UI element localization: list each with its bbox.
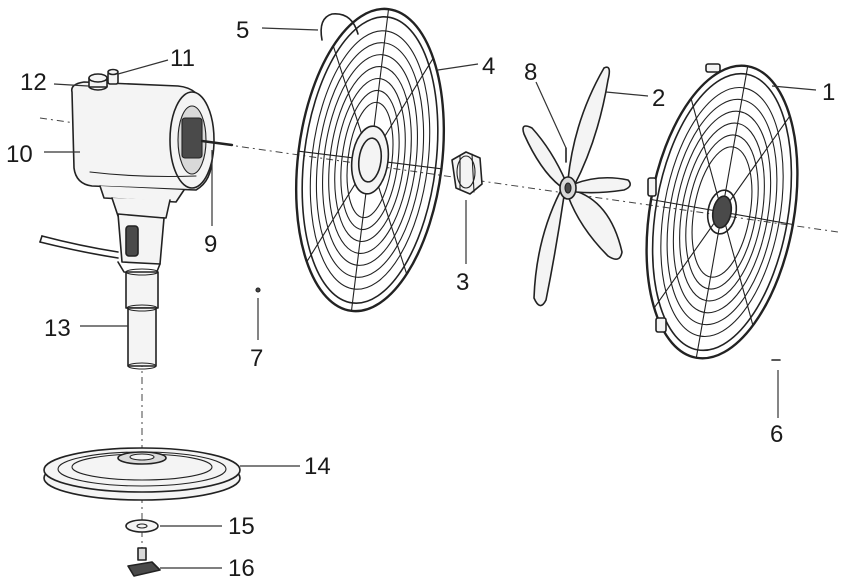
part-labels: 1 2 3 4 5 6 7 8 9 10 11 12 13 14 15 16 [6,17,835,582]
label-part-16: 16 [228,555,255,582]
label-part-3: 3 [456,269,469,296]
label-part-5: 5 [236,17,249,44]
top-knobs [88,68,119,91]
label-part-13: 13 [44,315,71,342]
label-part-14: 14 [304,453,331,480]
front-grille [645,64,799,360]
label-part-6: 6 [770,421,783,448]
base-screw [127,547,161,577]
screw-7 [255,287,261,293]
label-part-12: 12 [20,69,47,96]
label-part-8: 8 [524,59,537,86]
spinner-nut [451,151,483,195]
grille-handle [320,13,359,41]
grille-clip-top [705,63,721,73]
label-part-10: 10 [6,141,33,168]
rear-grille [294,7,446,313]
label-part-1: 1 [822,79,835,106]
label-part-15: 15 [228,513,255,540]
leader-lines [44,27,817,569]
assembly-axis [39,117,839,233]
grille-clip-bottom [655,317,667,333]
motor-housing [70,81,234,219]
label-part-4: 4 [482,53,495,80]
label-part-7: 7 [250,345,263,372]
tilt-joint [39,213,165,275]
label-part-11: 11 [170,45,195,72]
label-part-9: 9 [204,231,217,258]
fan-blades [522,66,632,307]
label-part-2: 2 [652,85,665,112]
telescopic-pole [125,268,159,370]
base-plate [43,447,241,501]
grille-clip-left [647,177,657,197]
washer [125,519,159,533]
